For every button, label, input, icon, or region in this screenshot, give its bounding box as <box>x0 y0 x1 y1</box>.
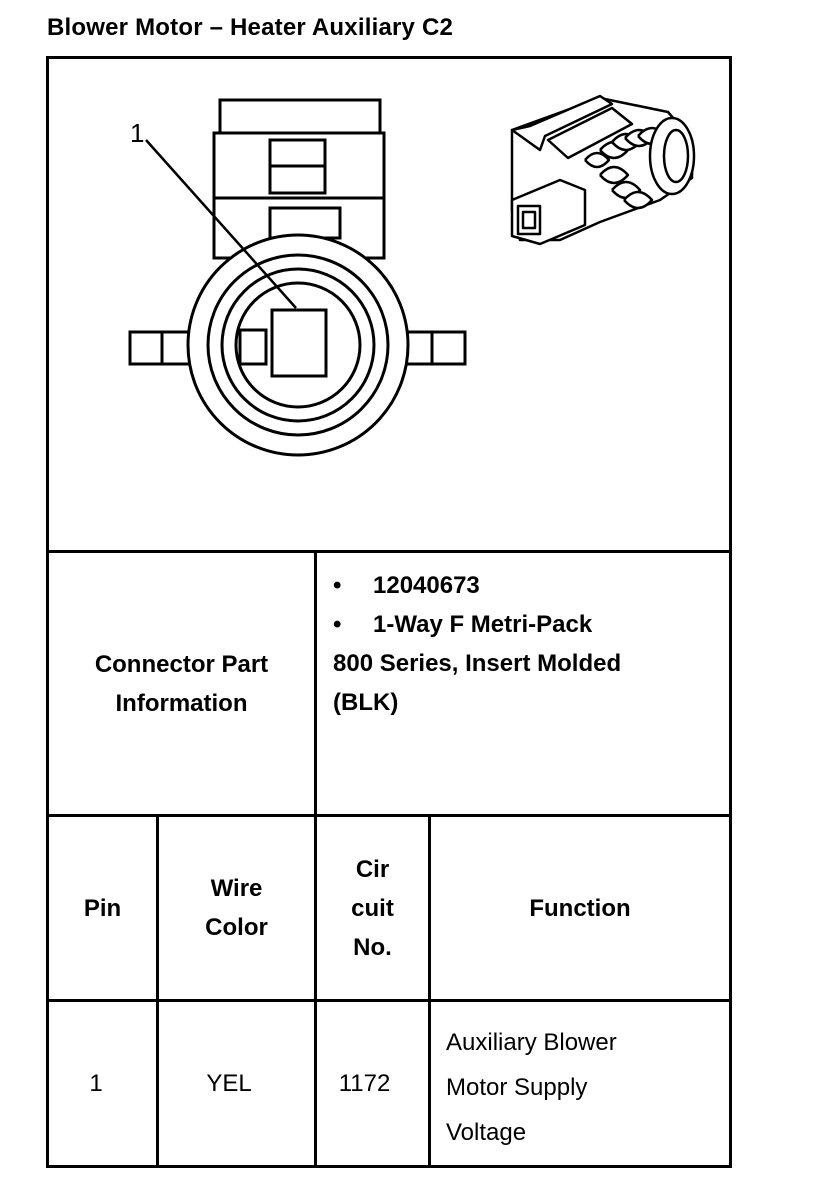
bullet-symbol: • <box>333 572 342 599</box>
border-bottom <box>46 1165 732 1168</box>
connector-3d-view-icon <box>510 94 696 246</box>
connector-info-label: Connector Part Information <box>49 553 314 814</box>
connector-face-view-icon <box>128 98 467 457</box>
cell-function-line2: Motor Supply <box>446 1074 588 1101</box>
col-divider-2 <box>314 814 317 1168</box>
divider-info <box>46 814 732 817</box>
border-left <box>46 56 49 1168</box>
connector-diagram: 1 <box>128 94 696 457</box>
col-divider-3 <box>428 814 431 1168</box>
cell-pin: 1 <box>89 1070 103 1097</box>
cell-wire-color: YEL <box>206 1070 252 1097</box>
header-function: Function <box>529 894 631 922</box>
callout-label: 1 <box>130 118 144 148</box>
header-wire-color-line1: Wire <box>210 875 263 902</box>
description-line3: (BLK) <box>333 689 399 716</box>
description-item: • 1-Way F Metri-Pack <box>333 605 723 644</box>
header-circuit: Cir cuit No. <box>317 817 428 999</box>
header-wire-color-line2: Color <box>205 914 268 941</box>
header-wire-color: Wire Color <box>159 817 314 999</box>
divider-header <box>46 999 732 1002</box>
divider-diagram <box>46 550 732 553</box>
cell-function-line3: Voltage <box>446 1119 527 1146</box>
description-line2: 800 Series, Insert Molded <box>333 650 622 677</box>
header-circuit-line1: Cir <box>355 855 390 883</box>
connector-info-label-line2: Information <box>115 689 248 717</box>
cell-function-line1: Auxiliary Blower <box>446 1029 617 1056</box>
col-divider-1 <box>156 814 159 1168</box>
col-divider-info <box>314 550 317 817</box>
header-pin: Pin <box>83 894 122 922</box>
bullet-symbol: • <box>333 611 342 638</box>
cell-circuit: 1172 <box>338 1070 391 1097</box>
header-circuit-line3: No. <box>353 933 392 961</box>
cell-function: Auxiliary Blower Motor Supply Voltage <box>446 1020 726 1155</box>
part-number-item: • 12040673 <box>333 566 723 605</box>
part-number: 12040673 <box>373 572 480 599</box>
border-right <box>729 56 732 1168</box>
connector-info-details: • 12040673 • 1-Way F Metri-Pack 800 Seri… <box>333 566 723 722</box>
border-top <box>46 56 732 59</box>
header-circuit-line2: cuit <box>351 894 394 922</box>
description-line1: 1-Way F Metri-Pack <box>373 611 593 638</box>
page-title: Blower Motor – Heater Auxiliary C2 <box>47 14 454 41</box>
connector-info-label-line1: Connector Part <box>94 650 269 678</box>
